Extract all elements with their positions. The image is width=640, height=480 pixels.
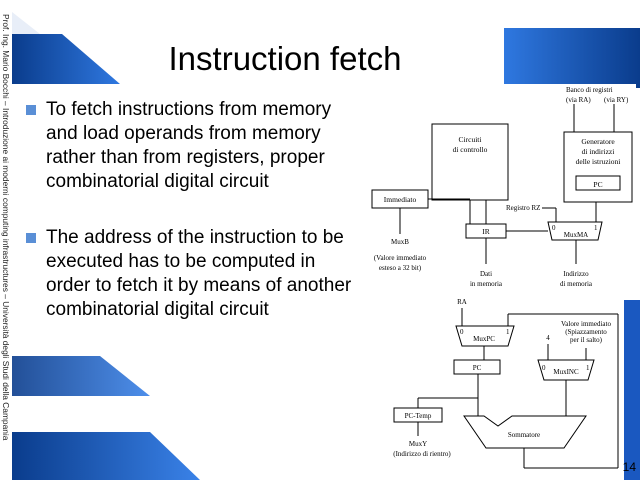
muxma-shape [547, 221, 603, 241]
pc-update-svg: RA 0 1 MuxPC Valore immediato (Spiazzame… [393, 298, 619, 469]
indirizzo-rientro-label: (Indirizzo di rientro) [393, 450, 451, 458]
pc-temp-label: PC-Temp [405, 412, 432, 420]
muxma-label: MuxMA [564, 231, 589, 239]
pc-register-box [575, 175, 621, 191]
banco-label: Banco di registri [566, 86, 613, 94]
page-number: 14 [622, 460, 636, 474]
valore-immediato-label: (Valore immediato [374, 254, 427, 262]
muxpc-zero-label: 0 [460, 328, 464, 336]
slide-title: Instruction fetch [168, 40, 402, 77]
dati-label: Dati [480, 270, 492, 278]
ir-label: IR [482, 227, 490, 236]
muxpc-shape [455, 325, 515, 347]
di-indirizzi-label: di indirizzi [582, 147, 615, 156]
via-ra-label: (via RA) [566, 96, 591, 104]
valore-immediato-label: Valore immediato [561, 320, 611, 328]
memory-datapath-svg: Banco di registri (via RA) (via RY) Circ… [371, 86, 633, 288]
four-label: 4 [546, 334, 550, 342]
di-memoria-label: di memoria [560, 280, 593, 288]
bullet-text: The address of the instruction to be exe… [46, 227, 352, 320]
bullet-item: To fetch instructions from memory and lo… [24, 98, 354, 194]
registro-rz-label: Registro RZ [506, 204, 540, 212]
muxma-zero-label: 0 [552, 224, 556, 232]
memory-datapath-diagram: Banco di registri (via RA) (via RY) Circ… [366, 84, 636, 292]
muxpc-label: MuxPC [473, 335, 495, 343]
muxma-one-label: 1 [594, 224, 598, 232]
muxb-label: MuxB [391, 238, 409, 246]
ra-label: RA [457, 298, 467, 306]
pc-label: PC [593, 180, 602, 189]
circuiti-label: Circuiti [459, 135, 482, 144]
right-bottom-blue-shape [624, 300, 640, 480]
right-top-blue-shape [504, 28, 640, 88]
in-memoria-label: in memoria [470, 280, 503, 288]
muxinc-label: MuxINC [553, 368, 579, 376]
pc-register-box [453, 359, 501, 375]
esteso-label: esteso a 32 bit) [379, 264, 422, 272]
bullet-text: To fetch instructions from memory and lo… [46, 99, 332, 192]
pc-update-diagram: RA 0 1 MuxPC Valore immediato (Spiazzame… [388, 294, 624, 476]
bullet-list: To fetch instructions from memory and lo… [24, 98, 354, 322]
address-generator-box [563, 131, 633, 203]
vertical-footer-text: Prof. Ing. Mario Bocchi – Introduzione a… [1, 14, 11, 441]
vertical-footer: Prof. Ing. Mario Bocchi – Introduzione a… [0, 0, 14, 480]
muxy-label: MuxY [409, 440, 427, 448]
di-controllo-label: di controllo [453, 145, 488, 154]
left-bottom-blue-shape [12, 356, 200, 480]
indirizzo-label: Indirizzo [563, 270, 589, 278]
per-il-salto-label: per il salto) [570, 336, 603, 344]
left-top-blue-shape [12, 12, 120, 84]
sommatore-label: Sommatore [508, 431, 540, 439]
generatore-label: Generatore [581, 137, 615, 146]
bullet-item: The address of the instruction to be exe… [24, 226, 354, 322]
muxinc-shape [537, 359, 595, 381]
bullet-square-icon [26, 233, 36, 243]
sommatore-shape [463, 415, 587, 449]
pc-label: PC [473, 364, 482, 372]
immediato-label: Immediato [384, 195, 417, 204]
muxpc-one-label: 1 [506, 328, 510, 336]
spiazzamento-label: (Spiazzamento [565, 328, 607, 336]
muxinc-one-label: 1 [586, 364, 590, 372]
delle-istruzioni-label: delle istruzioni [576, 157, 621, 166]
bullet-square-icon [26, 105, 36, 115]
muxinc-zero-label: 0 [542, 364, 546, 372]
via-ry-label: (via RY) [604, 96, 629, 104]
